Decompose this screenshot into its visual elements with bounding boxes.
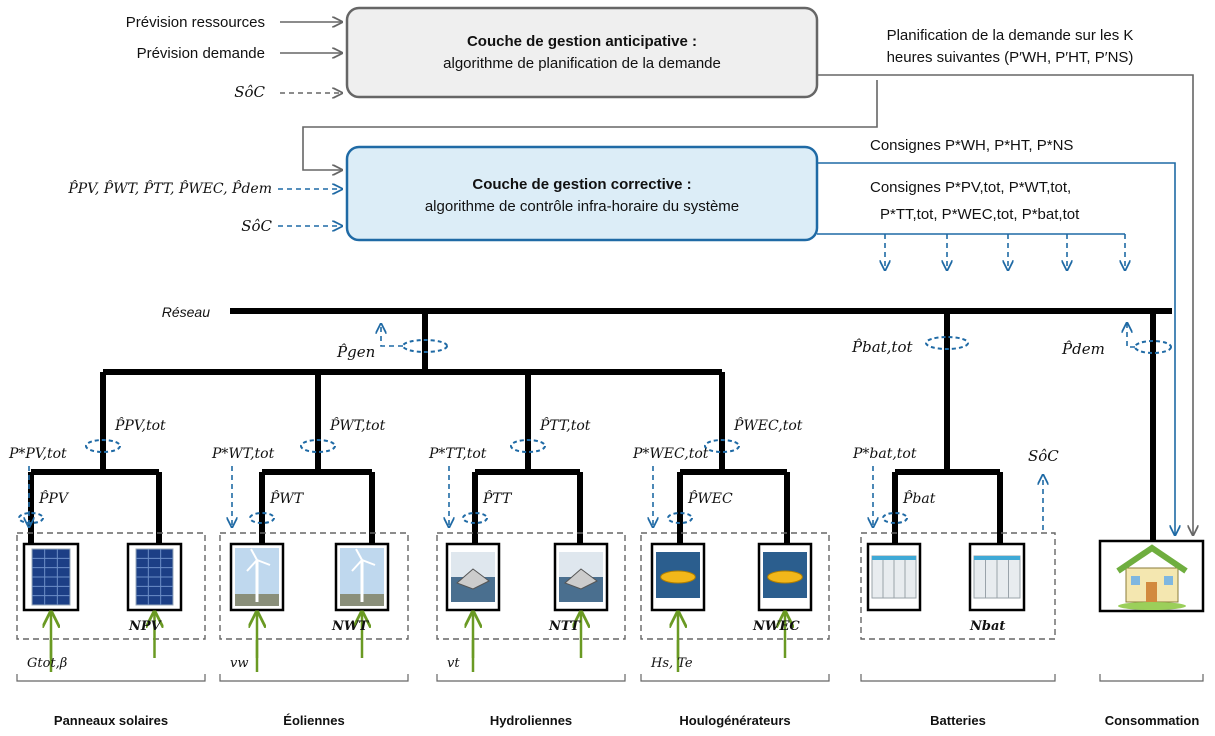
section-bracket-wt [219,674,409,682]
unit-count-wt: NWT [331,619,369,634]
resource-input-wt: vw [230,656,248,671]
measure-unit-pv: P̂PV [38,489,70,507]
house-icon [1116,544,1188,610]
measure-ring-tot-wec [704,439,740,453]
resource-input-wec: Hs, Te [650,656,693,671]
unit-count-wec: NWEC [752,619,800,634]
unit-count-bat: Nbat [969,619,1005,634]
grid-label: Réseau [162,304,210,320]
measure-total-wec: P̂WEC,tot [733,416,803,434]
battery-container-icon [973,555,1021,599]
measure-total-tt: P̂TT,tot [539,416,591,434]
measure-unit-bat: P̂bat [902,489,936,507]
soc-output: SôC [1028,447,1059,465]
measure-ring-tot-tt [510,439,546,453]
section-label-wec: Houlogénérateurs [679,713,790,728]
anticipative-layer-box [345,6,819,99]
unit-count-tt: NTT [548,619,581,634]
setpoint-bat: P*bat,tot [852,446,917,462]
section-label-bat: Batteries [930,713,986,728]
unit-count-pv: NPV [128,619,163,634]
measure-ring-tt [462,512,488,524]
group-dashed-box-wec [640,532,830,640]
anticipative-layer-subtitle: algorithme de planification de la demand… [443,55,721,72]
measure-total-wt: P̂WT,tot [329,416,386,434]
measure-unit-wec: P̂WEC [687,489,733,507]
input-soc-anticipative: SôC [234,83,265,101]
setpoints-total-line2: P*TT,tot, P*WEC,tot, P*bat,tot [880,206,1080,223]
measure-ring-bat [882,512,908,524]
section-label-tt: Hydroliennes [490,713,572,728]
section-label-pv: Panneaux solaires [54,713,168,728]
corrective-layer-box [345,145,819,242]
group-bat: Nbat P̂bat P*bat,tot SôC Batteries [852,372,1059,728]
setpoint-wt: P*WT,tot [211,446,275,462]
corrective-layer-title: Couche de gestion corrective : [472,176,691,193]
measure-demand: P̂dem [1061,340,1105,358]
measure-battery-total: P̂bat,tot [851,338,913,356]
input-resource-forecast: Prévision ressources [126,14,265,31]
measure-total-pv: P̂PV,tot [114,416,166,434]
tidal-turbine-icon [451,552,495,602]
wave-energy-converter-icon [763,552,807,598]
wind-turbine-icon [235,548,279,606]
measure-unit-tt: P̂TT [482,489,513,507]
corrective-layer-subtitle: algorithme de contrôle infra-horaire du … [425,198,739,215]
battery-container-icon [871,555,917,599]
setpoint-arrows [885,234,1125,270]
measure-ring-tot-pv [85,439,121,453]
section-label-wt: Éoliennes [283,713,344,728]
section-bracket-wec [640,674,830,682]
planning-output-line1: Planification de la demande sur les K [887,27,1134,44]
group-dashed-box-wt [219,532,409,640]
group-wec: Hs, Te NWEC P̂WEC P̂WEC,totP*WEC,totHoulogé… [632,372,830,728]
measure-ring-wec [667,512,693,524]
input-soc-corrective: SôC [241,217,272,235]
setpoint-tt: P*TT,tot [428,446,487,462]
anticipative-layer-title: Couche de gestion anticipative : [467,33,697,50]
group-dashed-box-tt [436,532,626,640]
resource-input-pv: Gtot,β [27,656,67,671]
measure-unit-wt: P̂WT [269,489,305,507]
solar-panel-icon [135,548,174,606]
tidal-turbine-icon [559,552,603,602]
setpoints-controllable: Consignes P*WH, P*HT, P*NS [870,137,1073,154]
resource-input-tt: vt [447,656,460,671]
input-demand-forecast: Prévision demande [137,45,265,62]
measure-ring-tot-wt [300,439,336,453]
solar-panel-icon [31,548,71,606]
wave-energy-converter-icon [656,552,700,598]
section-bracket-bat [860,674,1056,682]
input-power-estimates: P̂PV, P̂WT, P̂TT, P̂WEC, P̂dem [67,179,272,197]
section-bracket-tt [436,674,626,682]
group-dashed-box-pv [16,532,206,640]
measure-generation: P̂gen [336,343,375,361]
setpoint-wec: P*WEC,tot [632,446,709,462]
planning-output-line2: heures suivantes (P′WH, P′HT, P′NS) [887,49,1134,66]
setpoints-total-line1: Consignes P*PV,tot, P*WT,tot, [870,179,1071,196]
measure-ring-wt [249,512,275,524]
wind-turbine-icon [340,548,384,606]
section-bracket-pv [16,674,206,682]
setpoint-pv: P*PV,tot [8,446,67,462]
section-label-consumption: Consommation [1105,713,1200,728]
measure-ring-pv [18,512,44,524]
